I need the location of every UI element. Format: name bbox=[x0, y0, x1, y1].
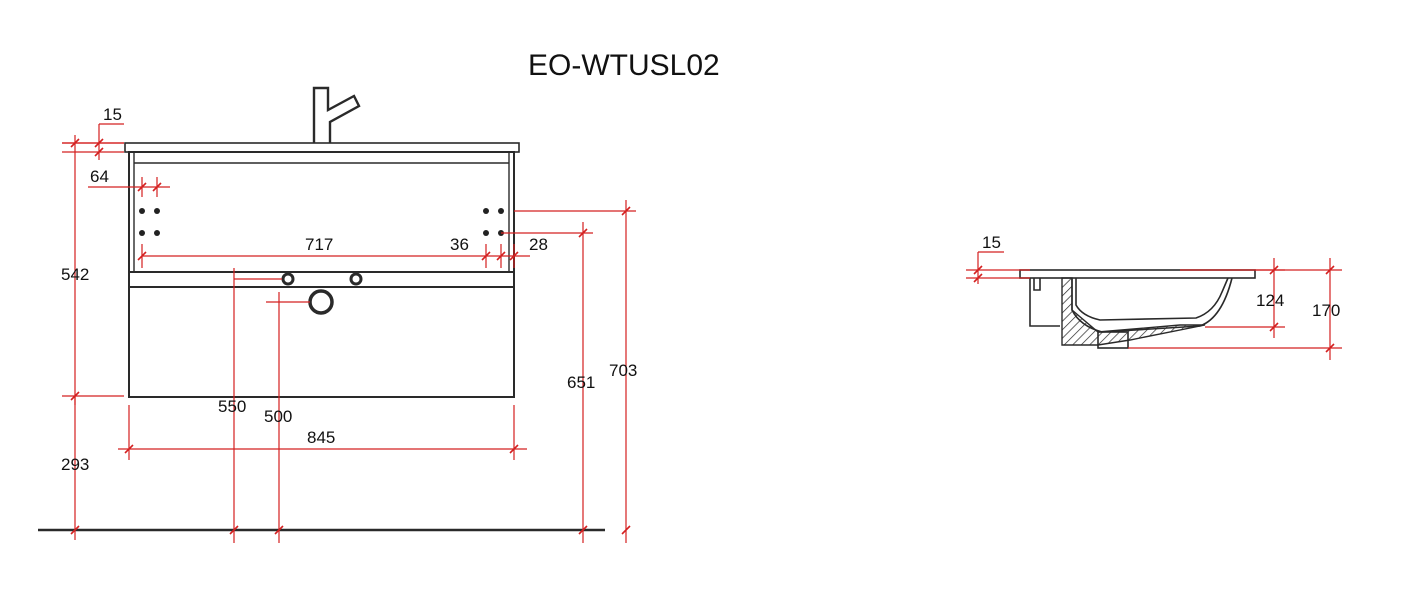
dim-hole-spacing: 36 bbox=[450, 235, 469, 254]
side-dimension-lines bbox=[966, 251, 1342, 360]
drawing-title: EO-WTUSL02 bbox=[528, 49, 720, 82]
dim-hole-offset: 64 bbox=[90, 167, 109, 186]
mounting-holes bbox=[139, 208, 504, 236]
dim-total-depth: 170 bbox=[1312, 301, 1340, 320]
dim-bowl-depth: 124 bbox=[1256, 291, 1284, 310]
front-view: 15 64 542 717 36 28 293 550 500 845 651 … bbox=[38, 86, 637, 543]
dim-overall-height: 703 bbox=[609, 361, 637, 380]
dim-total-height: 542 bbox=[61, 265, 89, 284]
dim-side-offset: 28 bbox=[529, 235, 548, 254]
faucet bbox=[312, 86, 361, 143]
mounting-hole bbox=[498, 208, 504, 214]
water-inlet bbox=[349, 272, 363, 286]
dimension-labels: 15 64 542 717 36 28 293 550 500 845 651 … bbox=[61, 105, 637, 474]
dim-drain-left: 550 bbox=[218, 397, 246, 416]
dimension-lines bbox=[62, 123, 636, 543]
mounting-hole bbox=[139, 230, 145, 236]
mounting-hole bbox=[154, 208, 160, 214]
side-view: 15 124 170 bbox=[966, 233, 1342, 360]
drain-pipe bbox=[308, 289, 334, 315]
dim-rim-thickness: 15 bbox=[982, 233, 1001, 252]
mounting-hole bbox=[483, 208, 489, 214]
dim-hole-height: 651 bbox=[567, 373, 595, 392]
water-inlet bbox=[281, 272, 295, 286]
side-dimension-labels: 15 124 170 bbox=[982, 233, 1340, 320]
mounting-hole bbox=[483, 230, 489, 236]
mounting-hole bbox=[154, 230, 160, 236]
dim-top-thickness: 15 bbox=[103, 105, 122, 124]
dim-drain-center: 500 bbox=[264, 407, 292, 426]
dim-leg-height: 293 bbox=[61, 455, 89, 474]
plumbing bbox=[281, 272, 363, 315]
dim-cabinet-width: 845 bbox=[307, 428, 335, 447]
dim-inner-width: 717 bbox=[305, 235, 333, 254]
basin-section bbox=[1019, 269, 1256, 349]
basin-wall-hatch bbox=[1061, 277, 1206, 346]
mounting-hole bbox=[139, 208, 145, 214]
cabinet bbox=[128, 151, 515, 398]
countertop bbox=[124, 142, 520, 153]
